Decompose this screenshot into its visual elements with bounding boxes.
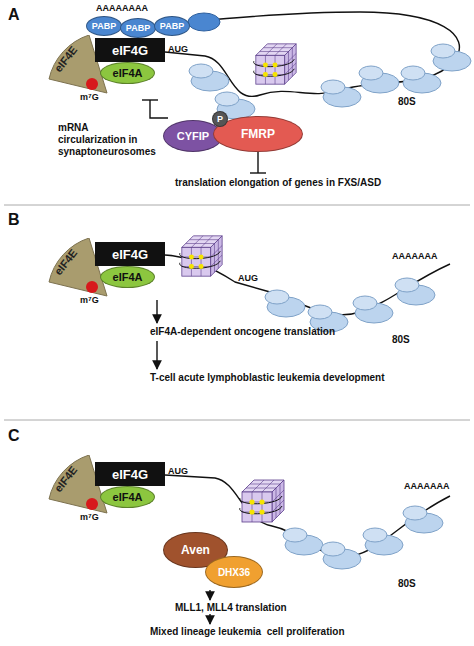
- node-text: eIF4G: [112, 247, 148, 262]
- node-text: PABP: [92, 21, 116, 31]
- pabp-protein: PABP: [154, 16, 190, 36]
- node-text: PABP: [160, 21, 184, 31]
- ribosome: [189, 44, 471, 569]
- eif4a-protein: eIF4A: [100, 266, 155, 288]
- node-text: P: [217, 114, 223, 124]
- process-note: mRNA circularization in synaptoneurosome…: [58, 122, 158, 158]
- mrna-strand: [165, 12, 459, 557]
- fmrp-protein: FMRP P: [213, 116, 303, 152]
- cap-label: m⁷G: [80, 91, 99, 103]
- pabp-protein: PABP: [120, 18, 156, 38]
- node-text: FMRP: [241, 127, 275, 141]
- node-text: CYFIP: [177, 130, 209, 142]
- node-text: eIF4A: [113, 67, 143, 79]
- cap-label: m⁷G: [80, 511, 99, 523]
- eif4g-protein: eIF4G: [95, 462, 165, 486]
- panel-letter: B: [8, 211, 20, 229]
- node-text: PABP: [126, 23, 150, 33]
- pabp-protein: [188, 13, 220, 31]
- panel-letter: A: [8, 6, 20, 24]
- panel-letter: C: [8, 427, 20, 445]
- cap-label: m⁷G: [80, 294, 99, 306]
- process-note: translation elongation of genes in FXS/A…: [175, 177, 381, 189]
- ribosome-label: 80S: [392, 334, 410, 346]
- eif4g-protein: eIF4G: [95, 38, 165, 62]
- pabp-protein: PABP: [86, 16, 122, 36]
- node-text: eIF4G: [112, 43, 148, 58]
- process-note: MLL1, MLL4 translation: [175, 602, 287, 614]
- polya-tail: AAAAAAA: [392, 250, 438, 262]
- phospho-mark: P: [212, 111, 228, 127]
- node-text: eIF4G: [112, 467, 148, 482]
- start-codon: AUG: [168, 43, 188, 55]
- ribosome-label: 80S: [398, 96, 416, 108]
- process-note: Mixed lineage leukemia cell proliferatio…: [150, 626, 345, 638]
- polya-tail: AAAAAAAA: [96, 2, 148, 14]
- panel-separator: [4, 205, 470, 420]
- ribosome-label: 80S: [398, 578, 416, 590]
- process-note: eIF4A-dependent oncogene translation: [150, 326, 335, 338]
- eif4g-protein: eIF4G: [95, 242, 165, 266]
- eif4a-protein: eIF4A: [100, 486, 155, 508]
- node-text: eIF4A: [113, 271, 143, 283]
- g-quadruplex: [180, 44, 296, 522]
- eif4a-protein: eIF4A: [100, 62, 155, 84]
- node-text: DHX36: [218, 567, 250, 578]
- start-codon: AUG: [168, 465, 188, 477]
- process-note: T-cell acute lymphoblastic leukemia deve…: [150, 372, 385, 384]
- start-codon: AUG: [238, 272, 258, 284]
- polya-tail: AAAAAAA: [404, 480, 450, 492]
- dhx36-protein: DHX36: [205, 556, 263, 588]
- node-text: Aven: [181, 543, 210, 557]
- node-text: eIF4A: [113, 491, 143, 503]
